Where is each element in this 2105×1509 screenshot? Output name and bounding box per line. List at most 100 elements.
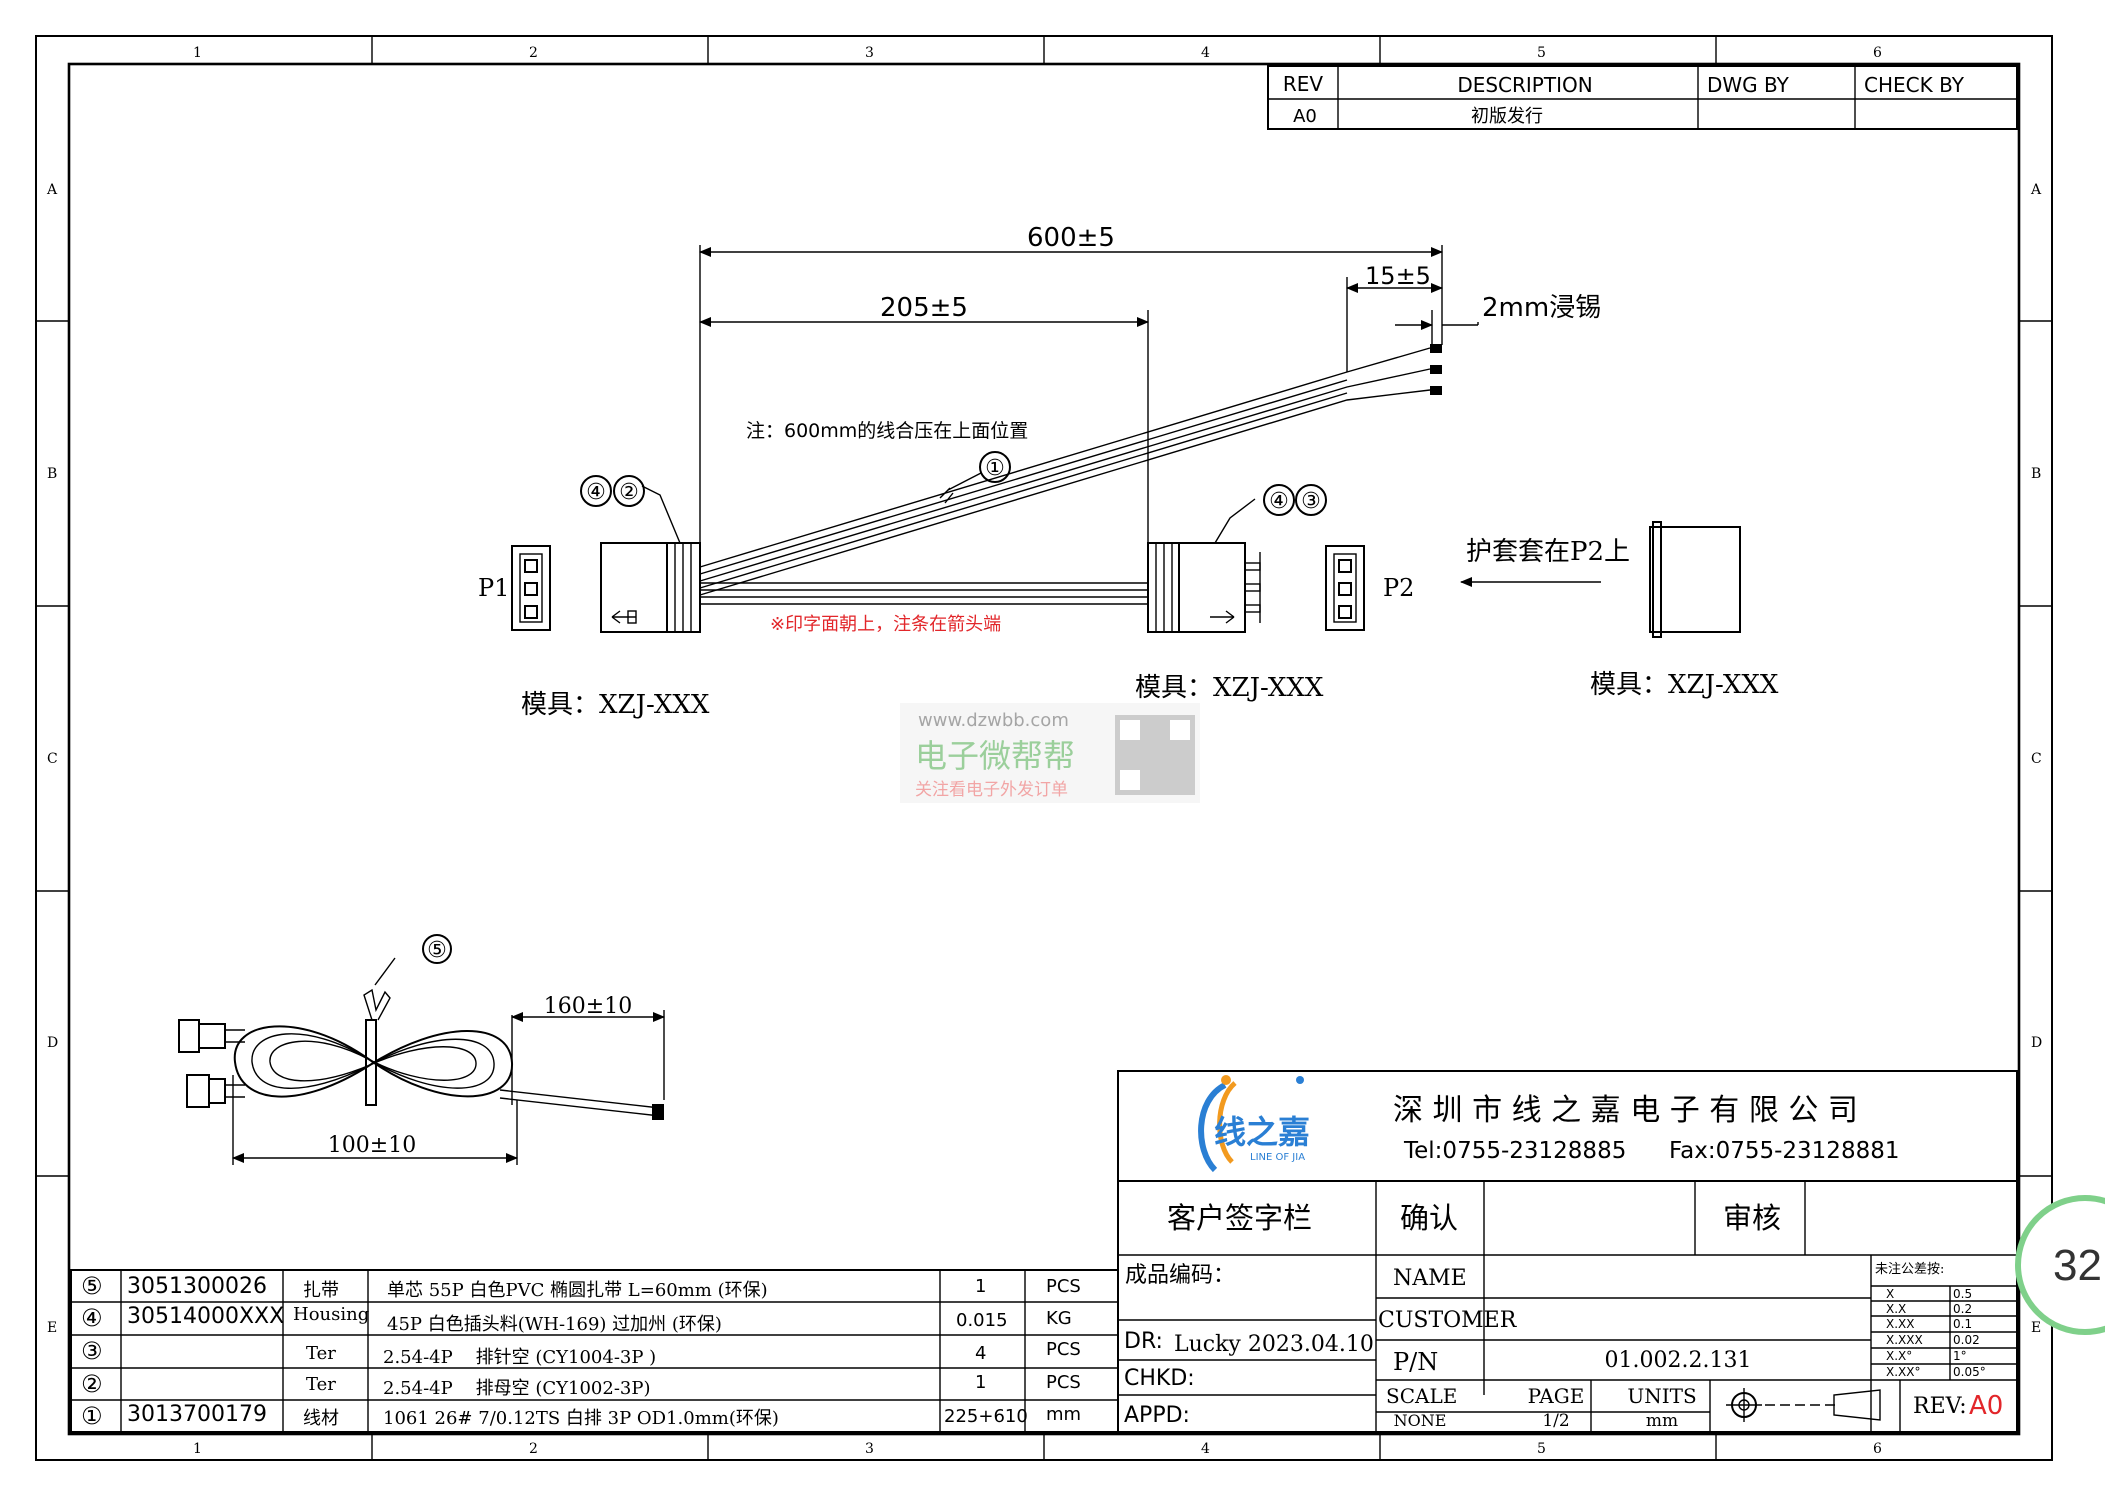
- row-label: D: [2031, 1035, 2042, 1051]
- svg-text:X.X°: X.X°: [1886, 1349, 1912, 1363]
- bom-rows: ⑤ 3051300026 扎带 单芯 55P 白色PVC 椭圆扎带 L=60mm…: [71, 1270, 1118, 1432]
- col-label: 2: [529, 1441, 538, 1457]
- bom-no: ⑤: [81, 1272, 103, 1300]
- name-label: NAME: [1393, 1266, 1467, 1291]
- dr-label: DR:: [1124, 1329, 1163, 1354]
- customer-label: CUSTOMER: [1378, 1308, 1518, 1333]
- p1-connector-face: [511, 545, 551, 631]
- bom-name: 扎带: [303, 1280, 339, 1301]
- row-label: D: [47, 1035, 58, 1051]
- callout-3: ③: [1301, 489, 1321, 514]
- sleeve-part: [1460, 521, 1741, 638]
- callout-balloons: ① ④ ② ④ ③ ⑤: [422, 451, 1327, 964]
- cable-drawing: [374, 245, 1741, 986]
- bom-qty: 0.015: [956, 1310, 1008, 1331]
- page-label: PAGE: [1528, 1384, 1585, 1408]
- bom-desc: 2.54-4P 排针空 (CY1004-3P ): [383, 1347, 657, 1368]
- dwg-by-header: DWG BY: [1707, 73, 1790, 97]
- bom-desc: 1061 26# 7/0.12TS 白排 3P OD1.0mm(环保): [383, 1408, 779, 1429]
- bom-unit: PCS: [1046, 1276, 1081, 1297]
- bom-row: ② Ter 2.54-4P 排母空 (CY1002-3P) 1 PCS: [71, 1368, 1118, 1400]
- confirm-label: 确认: [1400, 1201, 1458, 1235]
- callout-4: ④: [1269, 489, 1289, 514]
- p2-label: P2: [1383, 574, 1414, 602]
- col-label: 2: [529, 45, 538, 61]
- logo-subtext: LINE OF JIA: [1250, 1152, 1305, 1163]
- dim-total: 600±5: [1027, 223, 1115, 253]
- bom-qty: 1: [975, 1372, 987, 1393]
- rev-value: A0: [1293, 106, 1317, 127]
- svg-text:0.05°: 0.05°: [1953, 1365, 1986, 1379]
- company-fax: Fax:0755-23128881: [1669, 1138, 1899, 1164]
- bom-row: ④ 30514000XXX Housing 45P 白色插头料(WH-169) …: [71, 1302, 1118, 1335]
- bom-code: 30514000XXX: [127, 1304, 285, 1329]
- logo-text: 线之嘉: [1214, 1113, 1310, 1151]
- company-tel: Tel:0755-23128885: [1403, 1138, 1626, 1164]
- rev-label: REV:: [1913, 1394, 1967, 1419]
- row-label: C: [2031, 751, 2042, 767]
- description-header: DESCRIPTION: [1457, 73, 1592, 97]
- bom-code: 3013700179: [127, 1402, 267, 1427]
- p1-connector-side: [600, 542, 701, 633]
- bom-desc: 单芯 55P 白色PVC 椭圆扎带 L=60mm (环保): [387, 1280, 768, 1301]
- press-note: 注：600mm的线合压在上面位置: [746, 420, 1028, 442]
- product-code-label: 成品编码：: [1125, 1263, 1235, 1288]
- watermark: www.dzwbb.com 电子微帮帮 关注看电子外发订单: [900, 703, 1200, 803]
- bom-unit: PCS: [1046, 1339, 1081, 1360]
- scale-value: NONE: [1394, 1411, 1447, 1430]
- bom-qty: 225+610: [944, 1406, 1028, 1427]
- svg-text:X.XX°: X.XX°: [1886, 1365, 1920, 1379]
- projection-symbol-icon: [1726, 1388, 1881, 1422]
- company-name: 深 圳 市 线 之 嘉 电 子 有 限 公 司: [1393, 1093, 1858, 1128]
- row-label: A: [46, 182, 58, 198]
- page-counter-badge[interactable]: 32: [2015, 1195, 2105, 1337]
- dr-value: Lucky 2023.04.10: [1174, 1332, 1374, 1357]
- col-label: 6: [1873, 45, 1882, 61]
- bom-name: 线材: [303, 1408, 339, 1429]
- bom-no: ③: [81, 1337, 103, 1365]
- bom-qty: 1: [975, 1276, 987, 1297]
- col-label: 3: [865, 45, 874, 61]
- watermark-name: 电子微帮帮: [915, 737, 1075, 775]
- tolerance-title: 未注公差按:: [1875, 1262, 1944, 1277]
- callout-4: ④: [586, 480, 606, 505]
- callout-5: ⑤: [427, 938, 447, 963]
- units-label: UNITS: [1627, 1384, 1696, 1408]
- col-label: 1: [193, 1441, 202, 1457]
- sheet-frame: [35, 35, 2053, 1461]
- svg-text:0.1: 0.1: [1953, 1317, 1972, 1331]
- revision-table: REV DESCRIPTION DWG BY CHECK BY A0 初版发行: [1267, 65, 2018, 130]
- col-label: 4: [1201, 45, 1210, 61]
- tin-note: 2mm浸锡: [1482, 293, 1601, 323]
- mold-label-p1: 模具：XZJ-XXX: [521, 690, 710, 720]
- row-label: E: [2031, 1320, 2041, 1336]
- appd-label: APPD:: [1124, 1403, 1190, 1428]
- tie-dim-width: 100±10: [328, 1133, 416, 1158]
- bom-row: ① 3013700179 线材 1061 26# 7/0.12TS 白排 3P …: [71, 1400, 1118, 1432]
- col-label: 5: [1537, 45, 1546, 61]
- print-note: ※印字面朝上，注条在箭头端: [770, 614, 1001, 635]
- frame-labels: 1 2 3 4 5 6 1 2 3 4 5 6 A B C D E A B C …: [46, 45, 2042, 1457]
- bom-table: [70, 1269, 1119, 1433]
- bom-unit: KG: [1046, 1308, 1072, 1329]
- page-value: 1/2: [1542, 1411, 1569, 1431]
- review-label: 审核: [1723, 1201, 1781, 1235]
- p1-label: P1: [478, 574, 509, 602]
- col-label: 6: [1873, 1441, 1882, 1457]
- pn-label: P/N: [1393, 1348, 1438, 1376]
- callout-2: ②: [619, 480, 639, 505]
- bom-name: Housing: [293, 1304, 370, 1325]
- watermark-slogan: 关注看电子外发订单: [915, 780, 1068, 800]
- company-logo: 线之嘉 LINE OF JIA: [1198, 1075, 1310, 1173]
- bom-code: 3051300026: [127, 1274, 267, 1299]
- row-label: B: [47, 466, 57, 482]
- col-label: 1: [193, 45, 202, 61]
- bom-no: ④: [81, 1304, 103, 1332]
- tie-dim-length: 160±10: [544, 994, 632, 1019]
- callout-1: ①: [985, 456, 1005, 481]
- pn-value: 01.002.2.131: [1605, 1348, 1752, 1373]
- tolerance-table: X 0.5 X.X 0.2 X.XX 0.1 X.XXX 0.02 X.X° 1…: [1886, 1287, 1986, 1379]
- bom-name: Ter: [306, 1374, 336, 1395]
- drawing-annotations: 600±5 205±5 15±5 2mm浸锡 注：600mm的线合压在上面位置 …: [478, 223, 1779, 720]
- bom-row: ⑤ 3051300026 扎带 单芯 55P 白色PVC 椭圆扎带 L=60mm…: [71, 1270, 1118, 1302]
